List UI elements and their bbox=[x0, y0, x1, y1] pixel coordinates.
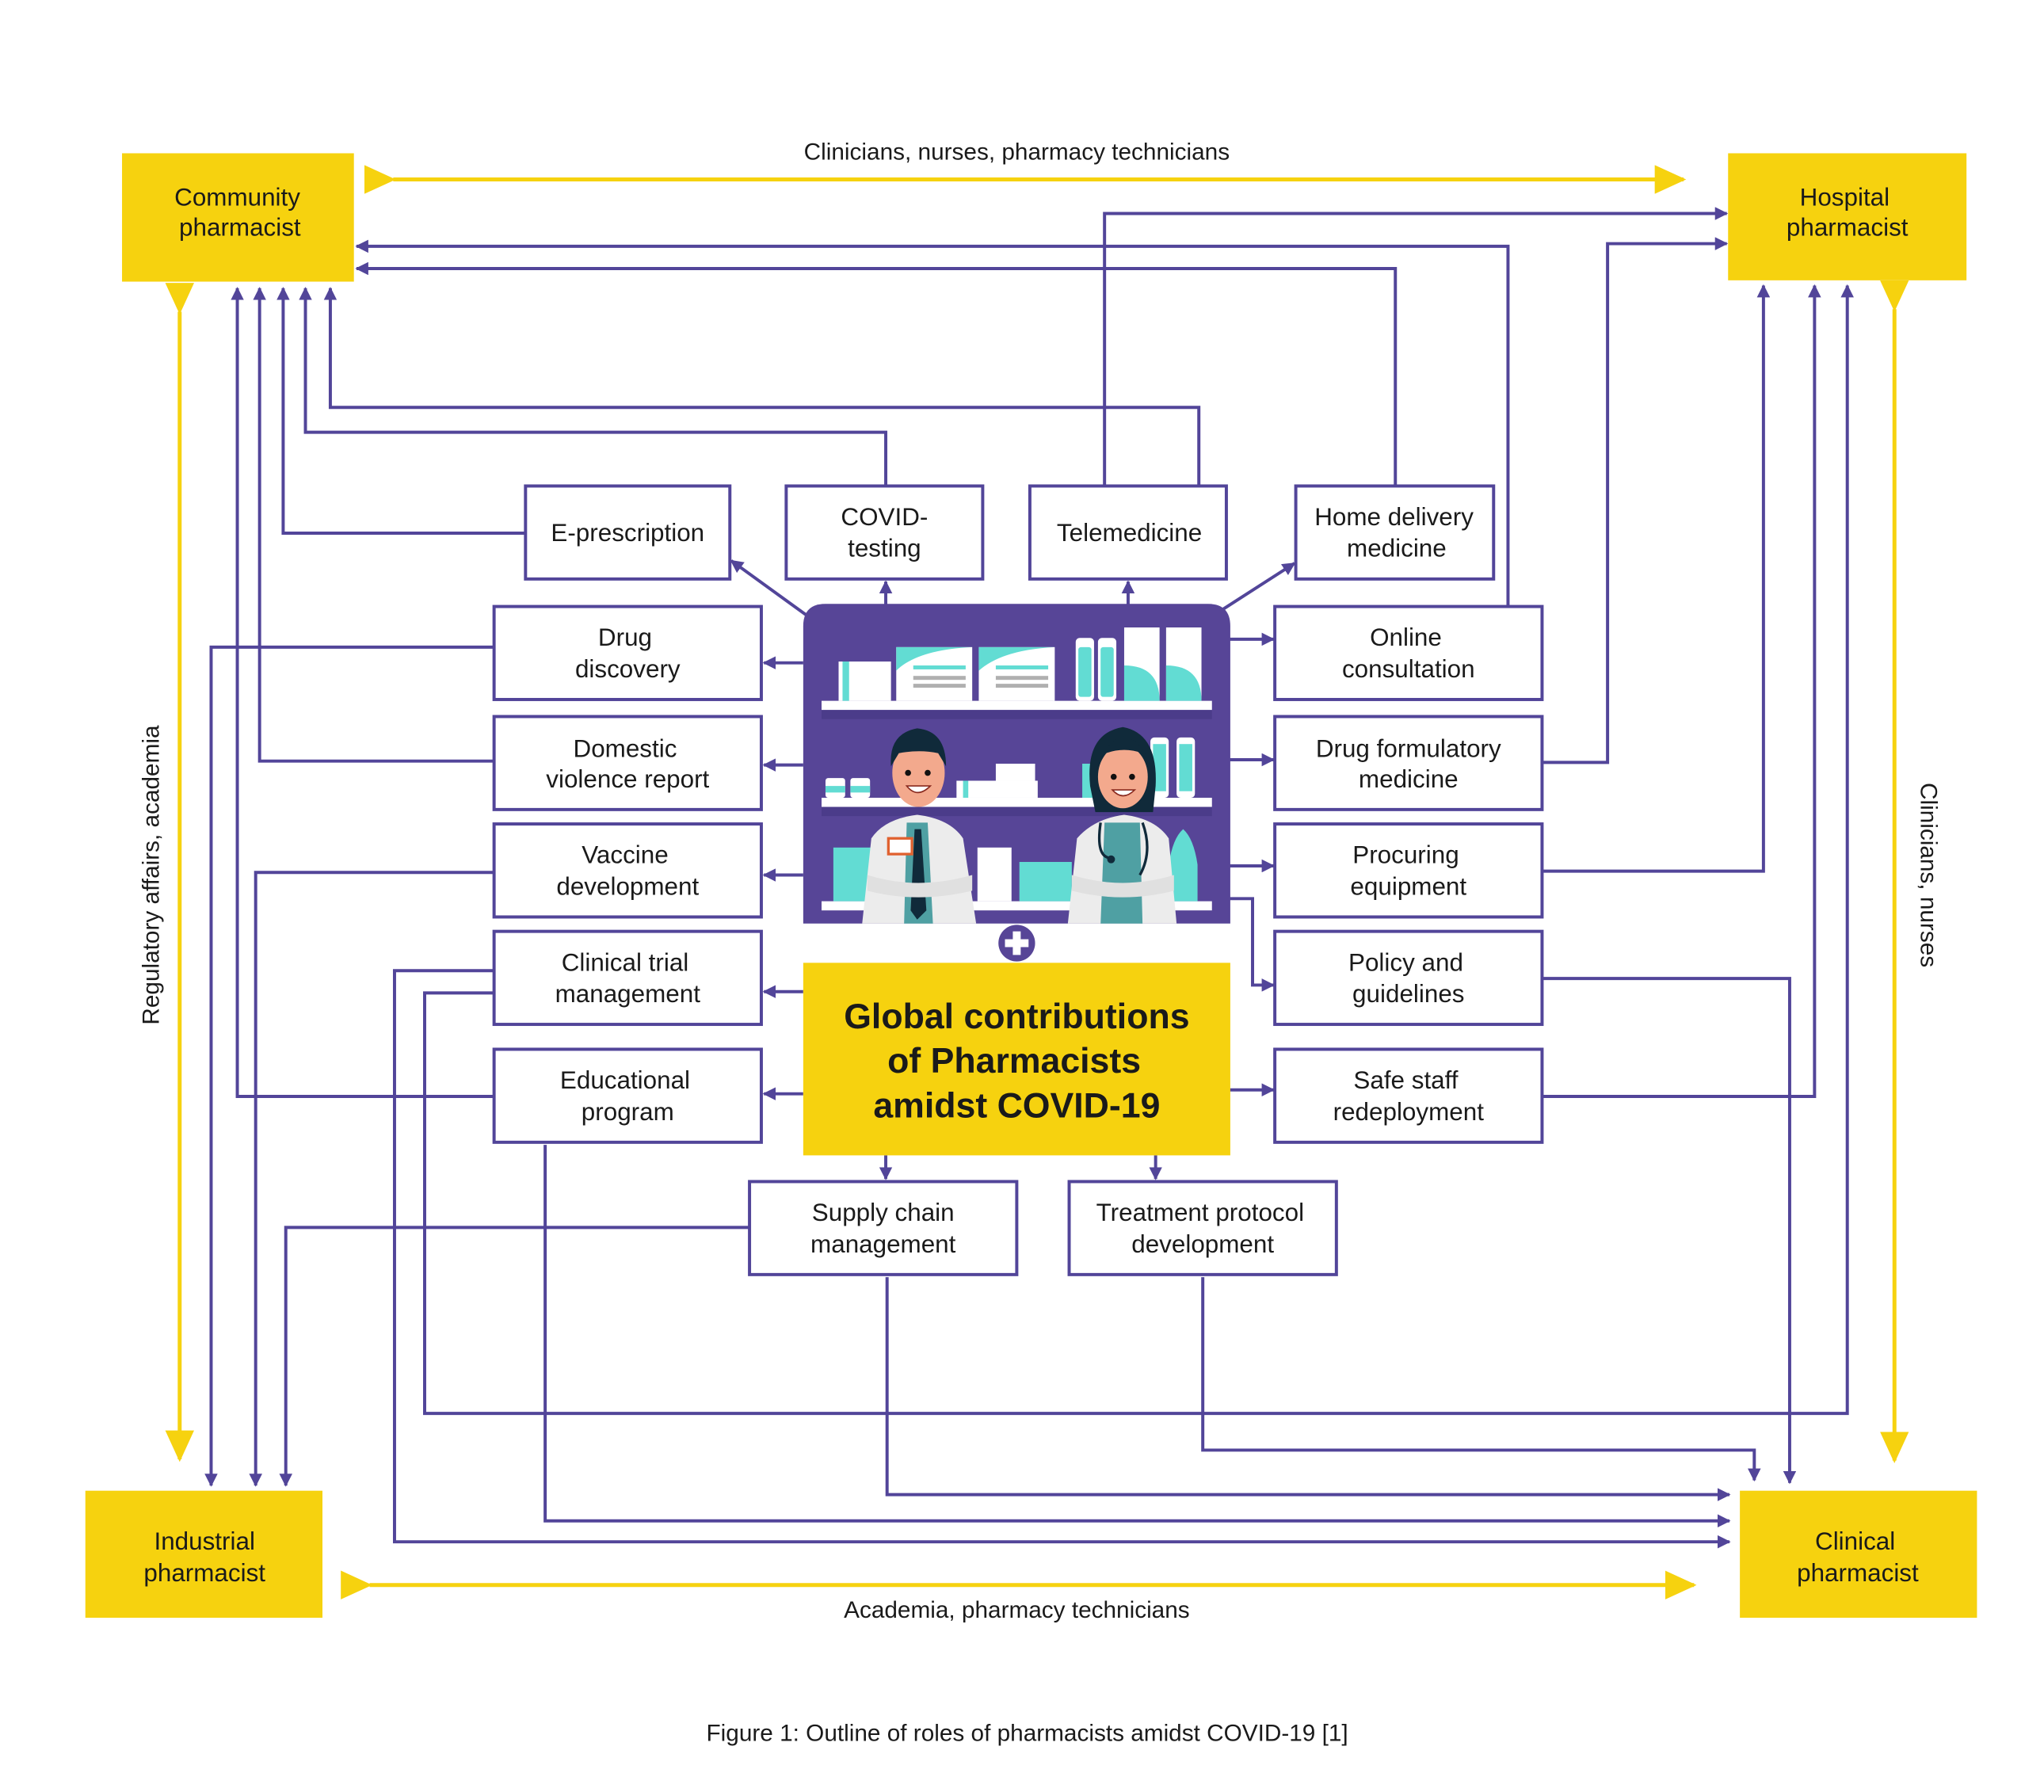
box-drug-discovery: Drug discovery bbox=[492, 604, 763, 701]
box-label-line2: development bbox=[556, 872, 699, 900]
box-label-line2: equipment bbox=[1350, 872, 1466, 900]
box-e-prescription: E-prescription bbox=[524, 484, 732, 581]
box-label-line1: Domestic bbox=[574, 735, 677, 763]
box-label-line2: medicine bbox=[1359, 765, 1459, 793]
pharmacy-illustration bbox=[803, 604, 1230, 924]
center-title-line1: Global contributions bbox=[844, 997, 1189, 1036]
box-label-line1: Drug bbox=[598, 623, 652, 651]
center-title-line3: amidst COVID-19 bbox=[873, 1086, 1160, 1125]
box-treatment-protocol-development: Treatment protocol development bbox=[1067, 1180, 1338, 1276]
box-label-line2: consultation bbox=[1342, 655, 1475, 683]
box-label-line2: medicine bbox=[1347, 535, 1447, 562]
link-right-label: Clinicians, nurses bbox=[1915, 783, 1941, 967]
box-label-line1: Online bbox=[1370, 623, 1442, 651]
box-label-line1: Safe staff bbox=[1353, 1066, 1458, 1094]
link-top-label: Clinicians, nurses, pharmacy technicians bbox=[804, 139, 1230, 166]
box-online-consultation: Online consultation bbox=[1273, 604, 1544, 701]
box-covid-testing: COVID- testing bbox=[784, 484, 985, 581]
box-label-line1: COVID- bbox=[841, 503, 928, 531]
box-label-line2: testing bbox=[848, 535, 921, 562]
box-label-line1: Drug formulatory bbox=[1316, 735, 1501, 763]
link-bottom-label: Academia, pharmacy technicians bbox=[844, 1597, 1190, 1623]
box-drug-formulatory-medicine: Drug formulatory medicine bbox=[1273, 715, 1544, 811]
box-label-line1: Supply chain bbox=[812, 1199, 955, 1226]
role-label-line2: pharmacist bbox=[143, 1559, 265, 1587]
box-label-line1: Vaccine bbox=[582, 841, 668, 869]
box-label-line1: Treatment protocol bbox=[1096, 1199, 1304, 1226]
male-pharmacist-figure bbox=[862, 728, 977, 924]
box-safe-staff-redeployment: Safe staff redeployment bbox=[1273, 1047, 1544, 1144]
center-title-box: Global contributions of Pharmacists amid… bbox=[803, 963, 1230, 1156]
figure-caption: Figure 1: Outline of roles of pharmacist… bbox=[707, 1721, 1348, 1747]
female-pharmacist-figure bbox=[1067, 726, 1177, 924]
box-educational-program: Educational program bbox=[492, 1047, 763, 1144]
box-label-line1: Policy and bbox=[1348, 948, 1463, 976]
box-domestic-violence-report: Domestic violence report bbox=[492, 715, 763, 811]
role-label-line1: Clinical bbox=[1815, 1527, 1895, 1555]
role-label-line2: pharmacist bbox=[179, 214, 301, 242]
box-supply-chain-management: Supply chain management bbox=[748, 1180, 1019, 1276]
role-community-pharmacist: Community pharmacist bbox=[122, 153, 354, 282]
box-label: Telemedicine bbox=[1057, 519, 1202, 547]
box-home-delivery-medicine: Home delivery medicine bbox=[1294, 484, 1496, 581]
link-left-label: Regulatory affairs, academia bbox=[138, 725, 164, 1025]
box-vaccine-development: Vaccine development bbox=[492, 822, 763, 919]
box-label-line2: development bbox=[1131, 1230, 1274, 1258]
box-label-line2: management bbox=[810, 1230, 956, 1258]
box-label-line2: violence report bbox=[546, 765, 709, 793]
role-label-line1: Hospital bbox=[1800, 184, 1890, 212]
role-industrial-pharmacist: Industrial pharmacist bbox=[85, 1490, 323, 1619]
box-policy-and-guidelines: Policy and guidelines bbox=[1273, 929, 1544, 1027]
role-label-line1: Community bbox=[174, 184, 300, 212]
role-label-line1: Industrial bbox=[154, 1527, 254, 1555]
role-label-line2: pharmacist bbox=[1797, 1559, 1919, 1587]
box-label-line1: Clinical trial bbox=[562, 948, 689, 976]
box-label-line2: redeployment bbox=[1333, 1098, 1485, 1126]
box-label-line1: Educational bbox=[560, 1066, 690, 1094]
connectors bbox=[204, 207, 1854, 1549]
box-telemedicine: Telemedicine bbox=[1028, 484, 1228, 581]
box-label-line1: Home delivery bbox=[1314, 503, 1474, 531]
box-label-line2: guidelines bbox=[1352, 980, 1464, 1008]
center-title-line2: of Pharmacists bbox=[887, 1042, 1141, 1081]
box-clinical-trial-management: Clinical trial management bbox=[492, 929, 763, 1027]
box-procuring-equipment: Procuring equipment bbox=[1273, 822, 1544, 919]
role-hospital-pharmacist: Hospital pharmacist bbox=[1728, 153, 1967, 280]
box-label-line2: management bbox=[555, 980, 701, 1008]
box-label-line1: Procuring bbox=[1352, 841, 1459, 869]
medical-plus-icon bbox=[998, 925, 1035, 962]
role-label-line2: pharmacist bbox=[1787, 214, 1909, 242]
box-label-line2: discovery bbox=[575, 655, 681, 683]
box-label-line2: program bbox=[582, 1098, 674, 1126]
box-label: E-prescription bbox=[551, 519, 704, 547]
role-clinical-pharmacist: Clinical pharmacist bbox=[1740, 1490, 1977, 1619]
